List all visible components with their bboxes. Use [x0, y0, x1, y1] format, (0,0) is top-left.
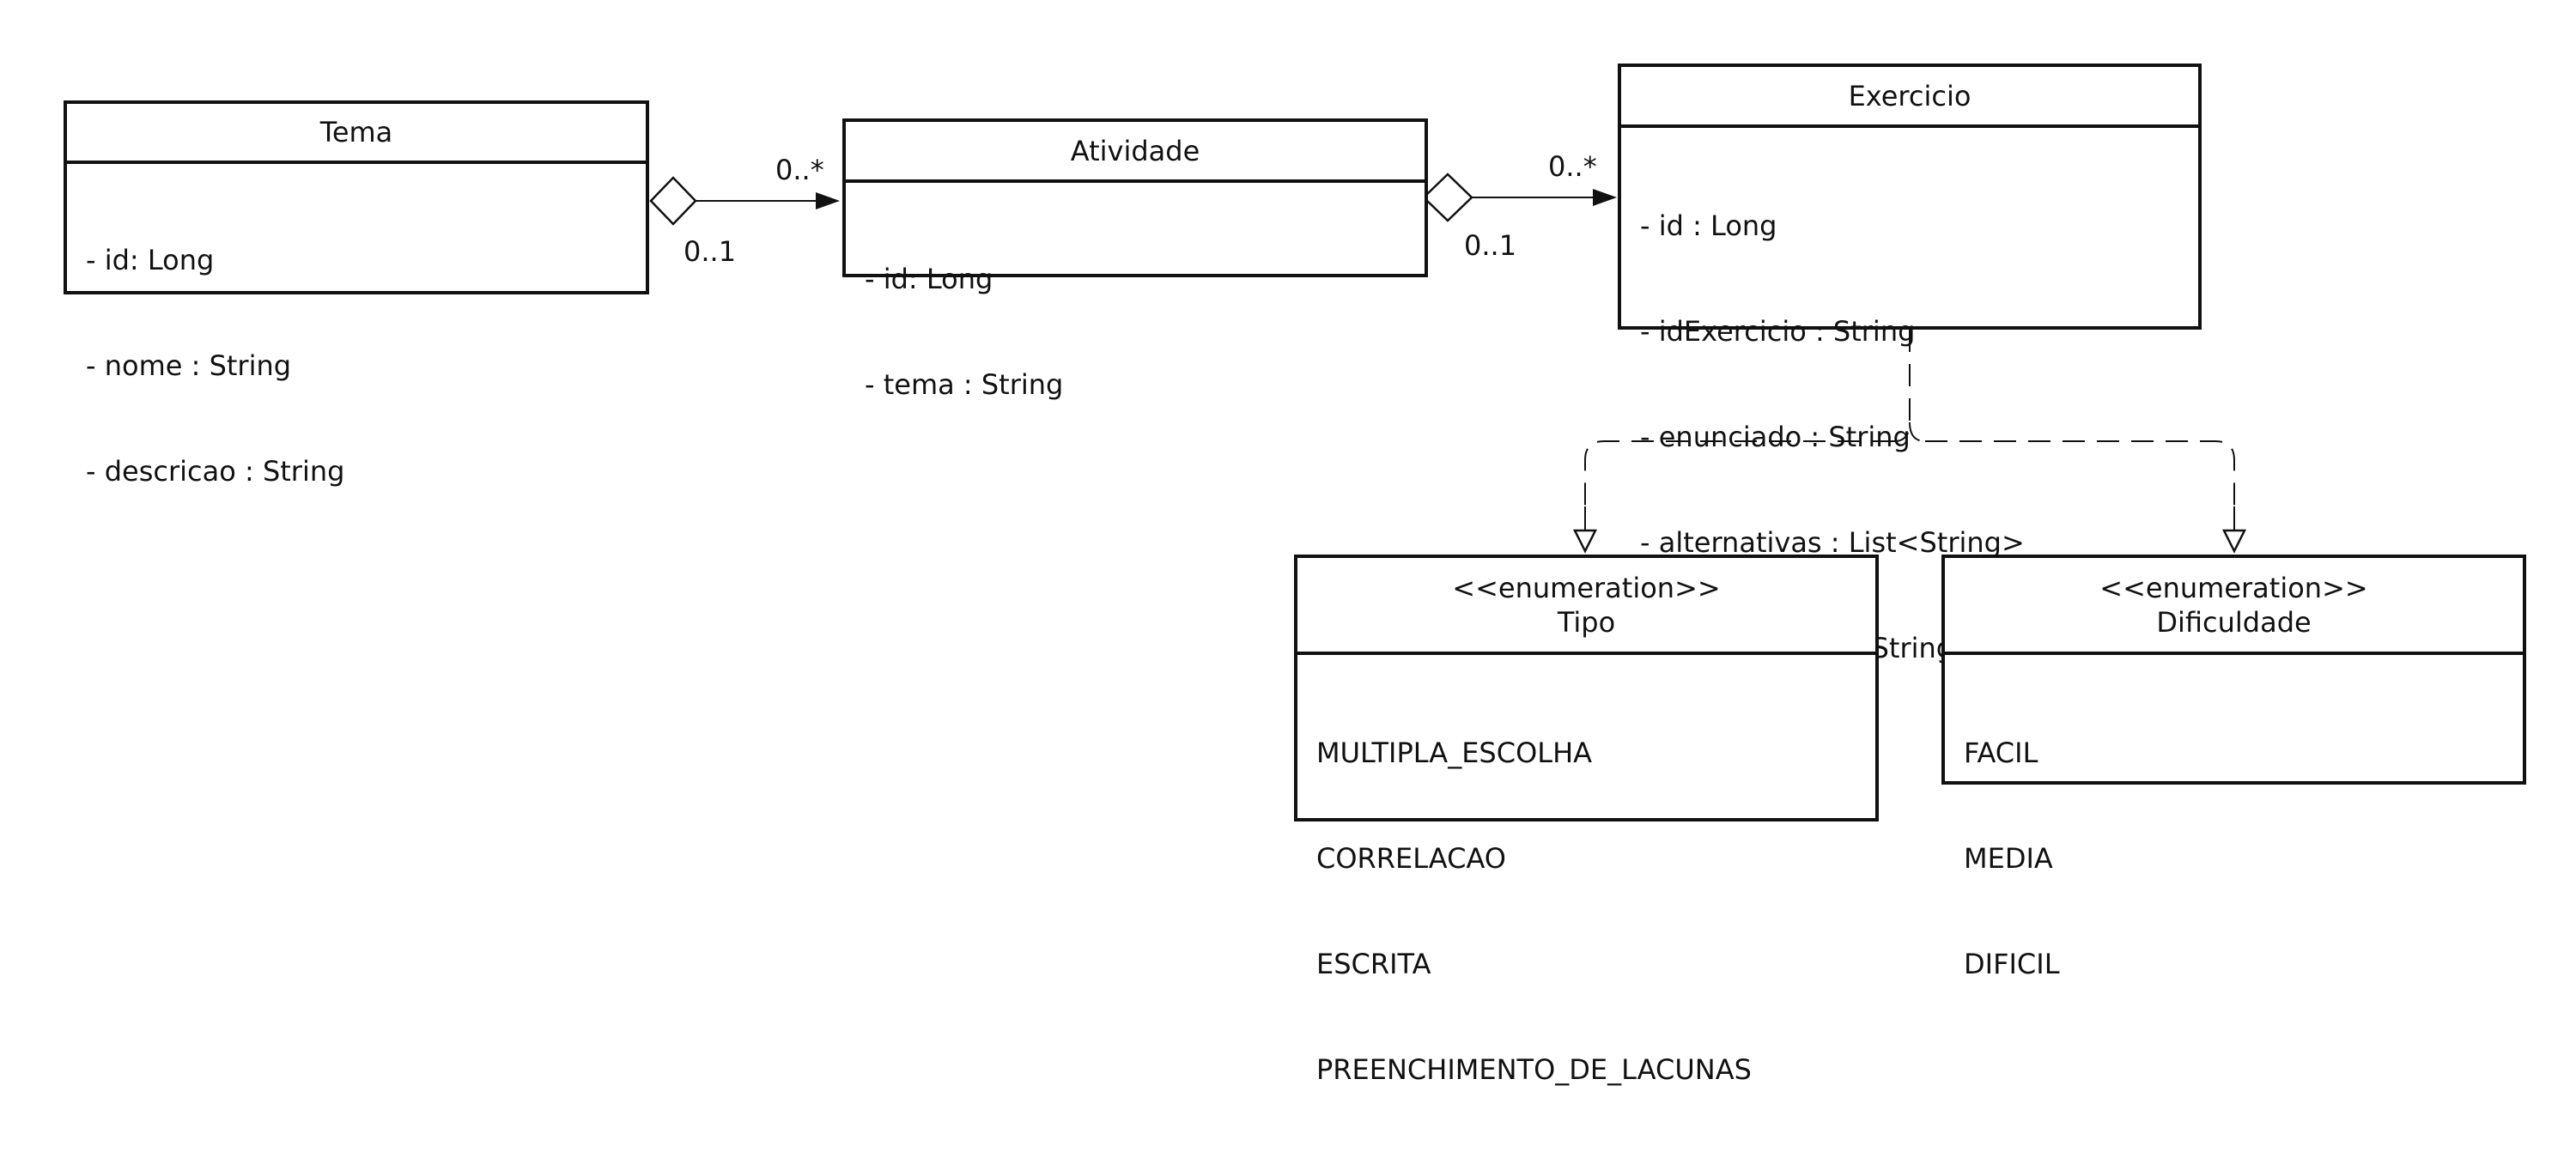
attribute-atividade-id: - id: Long [865, 263, 993, 295]
attribute-exercicio-id: - id : Long [1640, 209, 1777, 242]
class-tema[interactable]: Tema - id: Long - nome : String - descri… [64, 100, 649, 488]
literal-preenchimento-de-lacunas: PREENCHIMENTO_DE_LACUNAS [1316, 1053, 1752, 1086]
attribute-exercicio-enunciado: - enunciado : String [1640, 421, 1911, 453]
stereotype-dificuldade: <<enumeration>> [2099, 571, 2368, 604]
literal-correlacao: CORRELACAO [1316, 842, 1506, 875]
arrowhead-atividade [816, 192, 840, 209]
attribute-tema-nome: - nome : String [86, 349, 292, 382]
enum-dificuldade[interactable]: <<enumeration>> Dificuldade FACIL MEDIA … [1941, 555, 2526, 980]
attribute-exercicio-idexercicio: - idExercicio : String [1640, 315, 1916, 348]
aggregation-atividade-exercicio: 0..1 0..* [1422, 150, 1617, 262]
realization-arrowhead-dificuldade [2221, 529, 2247, 554]
multiplicity-atividade-side-2: 0..1 [1464, 229, 1516, 262]
class-header-atividade: Atividade [846, 122, 1425, 183]
attribute-tema-descricao: - descricao : String [86, 455, 345, 488]
dependency-join [1909, 421, 1926, 442]
attribute-exercicio-alternativas: - alternativas : List<String> [1640, 526, 2025, 559]
literal-multipla-escolha: MULTIPLA_ESCOLHA [1316, 737, 1593, 769]
enum-tipo[interactable]: <<enumeration>> Tipo MULTIPLA_ESCOLHA CO… [1294, 555, 1879, 1086]
dependency-exercicio-enums [1584, 330, 2235, 506]
realization-arrowhead-tipo [1572, 529, 1598, 554]
class-name-exercicio: Exercicio [1848, 79, 1971, 112]
enum-header-dificuldade: <<enumeration>> Dificuldade [1945, 558, 2523, 655]
multiplicity-exercicio-side: 0..* [1548, 150, 1597, 183]
class-name-tema: Tema [319, 116, 393, 149]
class-header-exercicio: Exercicio [1621, 67, 2198, 128]
literal-facil: FACIL [1964, 737, 2038, 769]
class-exercicio[interactable]: Exercicio - id : Long - idExercicio : St… [1618, 64, 2202, 664]
aggregation-tema-atividade: 0..1 0..* [649, 154, 840, 268]
attribute-tema-id: - id: Long [86, 244, 215, 276]
multiplicity-atividade-side: 0..* [775, 154, 824, 186]
attribute-atividade-tema: - tema : String [865, 368, 1064, 401]
enum-literals-dificuldade: FACIL MEDIA DIFICIL [1945, 655, 2523, 1052]
class-header-tema: Tema [67, 104, 646, 164]
stereotype-tipo: <<enumeration>> [1452, 571, 1721, 604]
aggregation-diamond-tema [649, 176, 697, 226]
multiplicity-tema-side: 0..1 [683, 235, 736, 268]
enum-name-tipo: Tipo [1557, 605, 1616, 639]
class-atividade[interactable]: Atividade - id: Long - tema : String [842, 118, 1428, 401]
dependency-branch-dificuldade [1925, 440, 2235, 506]
connectors-layer: 0..1 0..* 0..1 0..* [649, 150, 2247, 554]
arrowhead-exercicio [1593, 189, 1617, 206]
enum-header-tipo: <<enumeration>> Tipo [1297, 558, 1875, 655]
class-name-atividade: Atividade [1070, 134, 1200, 167]
enum-name-dificuldade: Dificuldade [2156, 605, 2312, 639]
uml-class-diagram: 0..1 0..* 0..1 0..* Tema - id: Long [64, 64, 2526, 1086]
class-attributes-tema: - id: Long - nome : String - descricao :… [67, 164, 646, 560]
literal-escrita: ESCRITA [1316, 948, 1431, 980]
dependency-branch-tipo [1584, 440, 1894, 506]
dependency-stem [1893, 330, 1911, 442]
class-attributes-atividade: - id: Long - tema : String [846, 183, 1425, 473]
aggregation-diamond-atividade [1422, 173, 1473, 222]
literal-dificil: DIFICIL [1964, 948, 2060, 980]
literal-media: MEDIA [1964, 842, 2053, 875]
enum-literals-tipo: MULTIPLA_ESCOLHA CORRELACAO ESCRITA PREE… [1297, 655, 1875, 1158]
